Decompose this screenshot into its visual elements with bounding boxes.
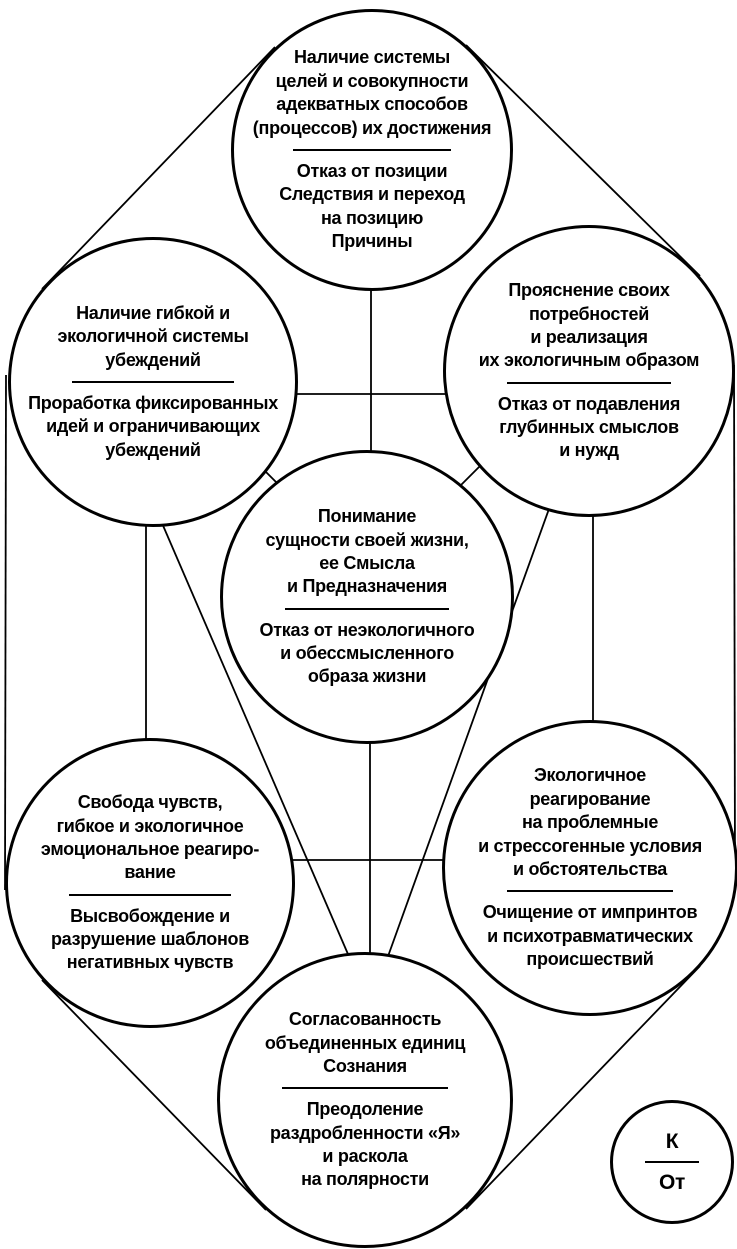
connector-line	[733, 364, 736, 877]
node-legend-k-ot: К От	[610, 1100, 734, 1224]
node-upper-text: К	[665, 1129, 679, 1153]
divider-line	[284, 607, 450, 610]
connector-line	[465, 44, 701, 277]
node-lower-text: Преодоление раздробленности «Я» и раскол…	[269, 1099, 461, 1190]
connector-line	[4, 374, 7, 891]
node-feelings-freedom: Свобода чувств, гибкое и экологичное эмо…	[5, 738, 295, 1028]
node-stress-response: Экологичное реагирование на проблемные и…	[442, 720, 737, 1016]
node-needs: Прояснение своих потребностей и реализац…	[443, 225, 735, 517]
connector-line	[151, 499, 358, 976]
node-upper-text: Прояснение своих потребностей и реализац…	[478, 280, 700, 371]
node-lower-text: Высвобождение и разрушение шаблонов нега…	[50, 905, 249, 973]
node-lower-text: Очищение от импринтов и психотравматичес…	[482, 902, 698, 970]
node-upper-text: Понимание сущности своей жизни, ее Смысл…	[265, 506, 469, 597]
node-consciousness-unity: Согласованность объединенных единиц Созн…	[217, 952, 513, 1248]
node-upper-text: Свобода чувств, гибкое и экологичное эмо…	[40, 792, 260, 883]
divider-line	[293, 149, 451, 151]
node-upper-text: Наличие системы целей и совокупности аде…	[252, 47, 492, 138]
divider-line	[507, 381, 671, 384]
node-lower-text: Отказ от неэкологичного и обессмысленног…	[259, 619, 475, 687]
node-lower-text: Отказ от позиции Следствия и переход на …	[279, 161, 465, 252]
node-lower-text: Отказ от подавления глубинных смыслов и …	[497, 393, 681, 461]
node-lower-text: Проработка фиксированных идей и ограничи…	[28, 393, 278, 460]
connector-line	[41, 46, 276, 290]
node-upper-text: Экологичное реагирование на проблемные и…	[478, 765, 702, 879]
node-goals-system: Наличие системы целей и совокупности аде…	[231, 9, 513, 291]
divider-line	[72, 381, 234, 383]
connector-line	[381, 494, 555, 974]
divider-line	[282, 1087, 448, 1090]
node-life-meaning: Понимание сущности своей жизни, ее Смысл…	[220, 450, 514, 744]
divider-line	[644, 1161, 700, 1163]
divider-line	[69, 893, 231, 896]
node-lower-text: От	[658, 1171, 686, 1194]
node-beliefs: Наличие гибкой и экологичной системы убе…	[8, 237, 298, 527]
divider-line	[507, 890, 673, 893]
node-upper-text: Согласованность объединенных единиц Созн…	[264, 1009, 466, 1076]
node-upper-text: Наличие гибкой и экологичной системы убе…	[57, 302, 249, 370]
connector-line	[41, 979, 267, 1211]
connector-line	[465, 965, 701, 1210]
